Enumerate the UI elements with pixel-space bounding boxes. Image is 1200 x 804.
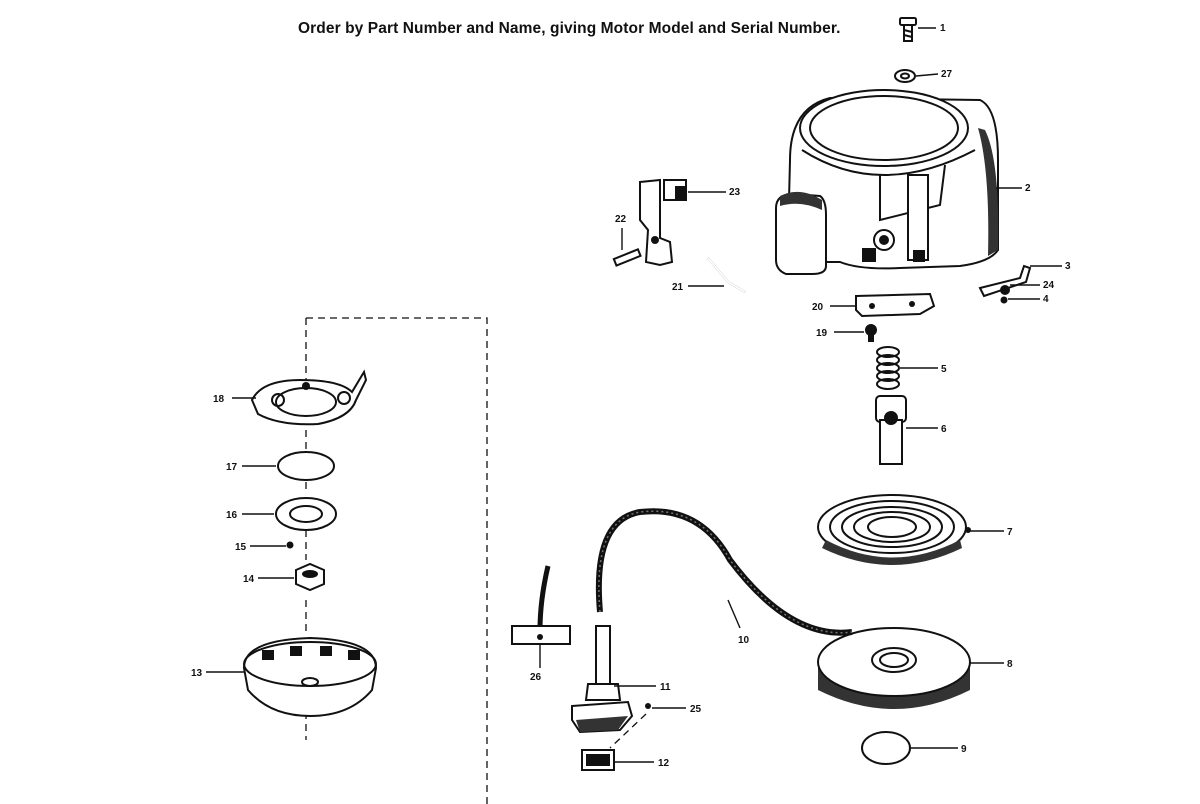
callout-8: 8 bbox=[1007, 659, 1013, 670]
callout-15: 15 bbox=[235, 542, 247, 553]
part-14-nut bbox=[295, 562, 325, 592]
part-20-plate bbox=[855, 292, 936, 318]
part-19-screw bbox=[865, 324, 877, 342]
part-5-spring bbox=[876, 346, 900, 390]
callout-25: 25 bbox=[690, 704, 702, 715]
callout-7: 7 bbox=[1007, 527, 1013, 538]
part-27-washer bbox=[894, 69, 916, 83]
part-15-screw bbox=[286, 541, 294, 549]
callout-20: 20 bbox=[812, 302, 824, 313]
callout-26: 26 bbox=[530, 672, 542, 683]
callout-17: 17 bbox=[226, 462, 238, 473]
callout-13: 13 bbox=[191, 668, 203, 679]
part-1-screw bbox=[899, 17, 917, 42]
callout-9: 9 bbox=[961, 744, 967, 755]
part-6-pinion bbox=[875, 395, 907, 465]
callout-leaders bbox=[206, 27, 1062, 763]
callout-1: 1 bbox=[940, 23, 946, 34]
part-3-clip bbox=[978, 264, 1032, 298]
part-11-handle bbox=[571, 625, 634, 734]
part-10-starter-rope bbox=[595, 508, 853, 636]
callout-10: 10 bbox=[738, 635, 750, 646]
callout-6: 6 bbox=[941, 424, 947, 435]
part-24-spacer bbox=[1000, 285, 1010, 295]
assembly-line bbox=[305, 317, 488, 804]
order-instruction: Order by Part Number and Name, giving Mo… bbox=[298, 20, 841, 37]
part-18-cam bbox=[250, 369, 368, 426]
callout-16: 16 bbox=[226, 510, 238, 521]
callout-18: 18 bbox=[213, 394, 225, 405]
callout-27: 27 bbox=[941, 69, 953, 80]
callout-24: 24 bbox=[1043, 280, 1055, 291]
callout-14: 14 bbox=[243, 574, 255, 585]
callout-12: 12 bbox=[658, 758, 670, 769]
part-25-pin bbox=[645, 703, 651, 709]
callout-11: 11 bbox=[660, 682, 671, 693]
callout-numbers: 1 27 2 23 22 21 3 24 4 20 19 5 6 7 8 9 1… bbox=[191, 23, 1071, 769]
part-8-pulley bbox=[817, 627, 971, 709]
callout-5: 5 bbox=[941, 364, 947, 375]
part-4-screw bbox=[1000, 296, 1008, 304]
callout-3: 3 bbox=[1065, 261, 1071, 272]
part-26-rope-handle bbox=[511, 565, 571, 645]
part-23-lever bbox=[639, 178, 687, 267]
callout-4: 4 bbox=[1043, 294, 1049, 305]
callout-19: 19 bbox=[816, 328, 828, 339]
part-12-retainer bbox=[581, 749, 615, 771]
callout-21: 21 bbox=[672, 282, 684, 293]
part-16-washer bbox=[275, 497, 337, 531]
part-7-rewind-spring bbox=[817, 494, 971, 565]
callout-23: 23 bbox=[729, 187, 741, 198]
part-22-pin bbox=[612, 248, 642, 267]
part-13-cup bbox=[242, 636, 378, 718]
callout-2: 2 bbox=[1025, 183, 1031, 194]
part-2-starter-housing bbox=[775, 89, 999, 275]
part-17-ring bbox=[277, 451, 335, 481]
part-21-spring bbox=[707, 257, 746, 293]
callout-22: 22 bbox=[615, 214, 627, 225]
part-9-ring bbox=[861, 731, 911, 765]
